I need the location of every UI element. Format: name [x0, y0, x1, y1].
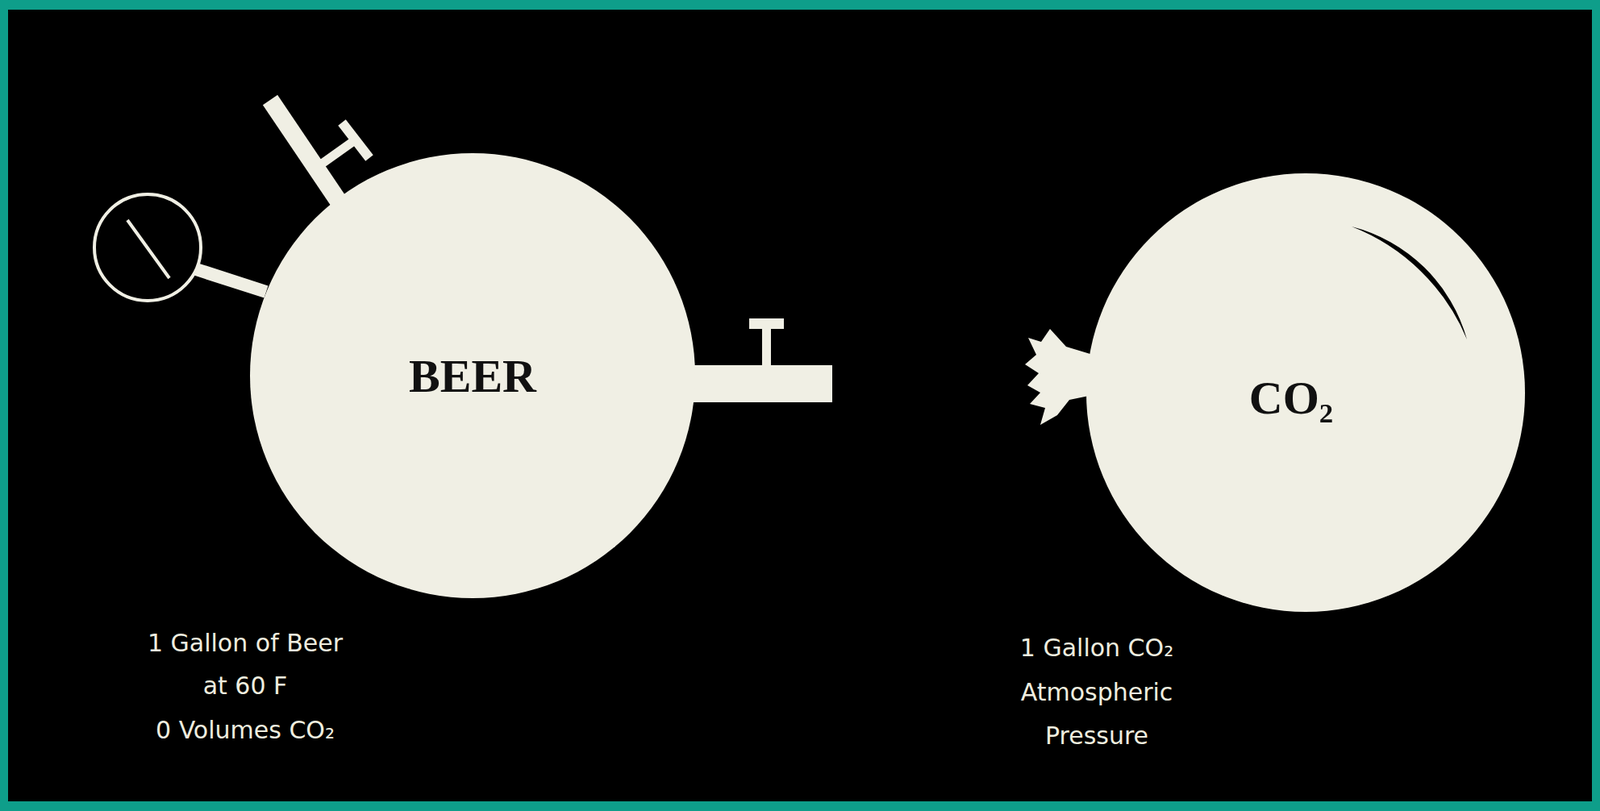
- top-valve-stem: [318, 140, 355, 167]
- beer-vessel: BEER: [250, 153, 696, 599]
- tap-valve-stem: [762, 324, 771, 369]
- caption-line: 1 Gallon CO₂: [1020, 633, 1174, 663]
- caption-line: 0 Volumes CO₂: [155, 716, 335, 745]
- caption-line: 1 Gallon of Beer: [147, 629, 343, 658]
- tap-pipe: [677, 365, 833, 403]
- top-valve-handle: [341, 122, 370, 159]
- caption-line: Pressure: [1045, 721, 1149, 750]
- caption-line: at 60 F: [203, 671, 288, 700]
- balloon-knot: [1025, 329, 1093, 425]
- co2-balloon: CO₂: [1086, 173, 1525, 613]
- gauge-stem: [193, 268, 267, 292]
- pressure-gauge: [94, 194, 201, 301]
- circle-fill: [250, 153, 696, 599]
- gauge-needle: [127, 220, 170, 279]
- node-label: CO₂: [1249, 370, 1334, 425]
- tap-valve-handle: [749, 318, 784, 330]
- circle-fill: [1086, 173, 1525, 613]
- balloon-highlight: [1351, 226, 1467, 340]
- node-label: BEER: [408, 349, 537, 404]
- caption-line: Atmospheric: [1020, 678, 1174, 707]
- top-valve-pipe: [270, 100, 339, 202]
- black-ground: [8, 9, 1592, 802]
